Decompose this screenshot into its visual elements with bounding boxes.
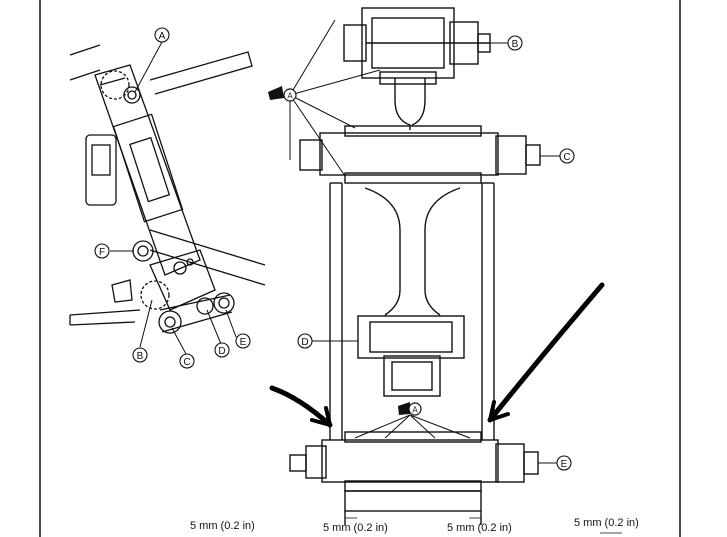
callout-D-left: D [214, 342, 230, 358]
dimension-label-3: 5 mm (0.2 in) [447, 522, 512, 534]
dimension-label-1: 5 mm (0.2 in) [190, 520, 255, 532]
dimension-label-4: 5 mm (0.2 in) [574, 517, 639, 529]
marker-arrow-right [487, 282, 605, 423]
callout-B-right: B [507, 35, 523, 51]
grease-symbol-letter: A [287, 92, 293, 101]
callout-label-b: B [137, 351, 144, 362]
callout-F: F [94, 243, 110, 259]
side-view-drawing [69, 44, 266, 334]
callout-C-right: C [559, 148, 575, 164]
callout-B-left: B [132, 347, 148, 363]
grease-symbol-letter: A [412, 406, 418, 415]
callout-label-a: A [159, 31, 166, 42]
grease-symbol-icon: A [398, 402, 422, 416]
marker-arrow-left [269, 385, 333, 428]
callout-label-e: E [561, 459, 568, 470]
callout-label-c: C [563, 152, 570, 163]
grease-leader-lines [289, 19, 471, 439]
callout-label-f: F [99, 247, 105, 258]
callout-label-d: D [301, 337, 308, 348]
callout-label-d: D [218, 346, 225, 357]
leader-lines-left [110, 41, 237, 355]
callout-label-b: B [512, 39, 519, 50]
callout-D-right: D [297, 333, 313, 349]
callout-label-e: E [240, 337, 247, 348]
callout-A: A [154, 27, 170, 43]
dimension-marks [345, 517, 622, 534]
leader-lines-right [312, 42, 560, 464]
dimension-label-2: 5 mm (0.2 in) [323, 522, 388, 534]
callout-C-left: C [179, 353, 195, 369]
callout-E-right: E [556, 455, 572, 471]
linkage-detail-drawing [289, 7, 541, 525]
grease-symbol-icon: A [268, 86, 297, 102]
callout-E-left: E [235, 333, 251, 349]
callout-label-c: C [183, 357, 190, 368]
